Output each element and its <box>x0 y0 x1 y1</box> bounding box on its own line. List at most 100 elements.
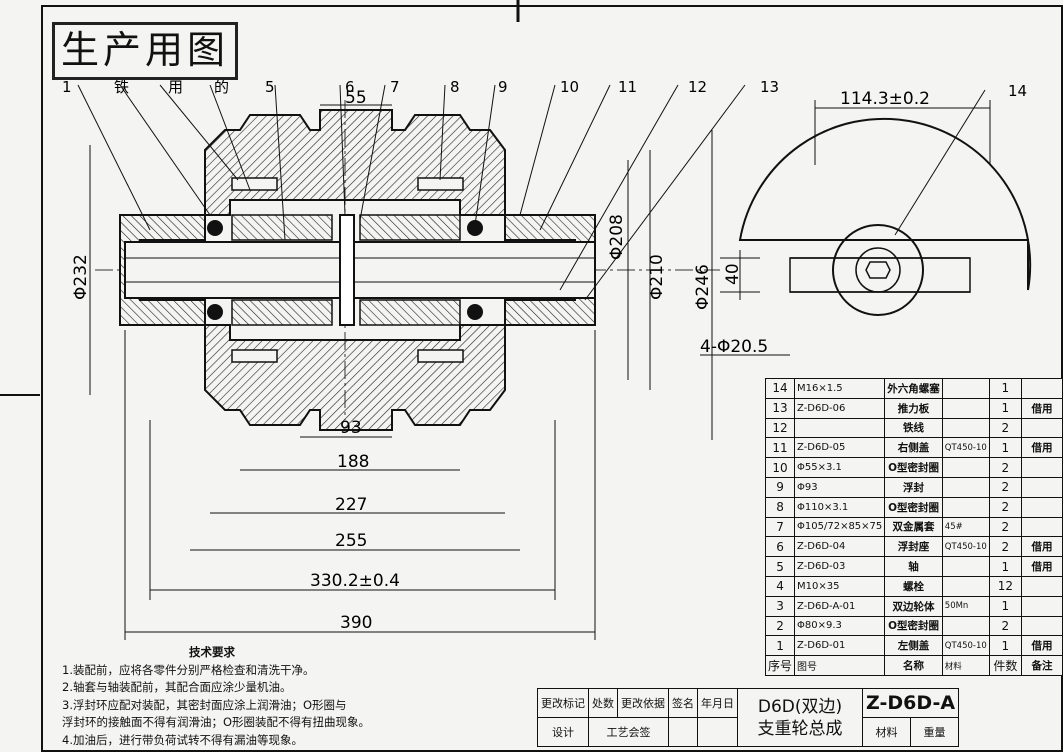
parts-remark-cell <box>1020 457 1063 478</box>
parts-name-cell: 左侧盖 <box>884 635 943 657</box>
shaft <box>124 241 596 299</box>
parts-qty-cell: 2 <box>988 457 1022 478</box>
parts-remark-cell <box>1020 417 1063 439</box>
parts-mat-cell: QT450-10 <box>941 635 990 657</box>
callout-2-label: 铁 <box>114 78 129 96</box>
parts-code-cell: Z-D6D-04 <box>794 536 886 558</box>
production-stamp: 生产用图 <box>52 22 238 80</box>
parts-remark-cell <box>1020 378 1063 399</box>
design-label: 设计 <box>537 717 589 747</box>
parts-name-cell: O型密封圈 <box>884 496 943 518</box>
parts-remark-cell <box>1020 615 1063 637</box>
dim-255: 255 <box>335 531 367 551</box>
callout-9: 9 <box>498 78 508 96</box>
parts-mat-cell <box>941 575 990 597</box>
title-block: 更改标记 处数 更改依据 签名 年月日 D6D(双边) 支重轮总成 Z-D6D-… <box>537 688 960 747</box>
parts-code-cell: Z-D6D-03 <box>794 556 886 577</box>
note-item: 1.装配前，应将各零件分别严格检查和清洗干净。 <box>62 662 315 677</box>
parts-name-cell: O型密封圈 <box>884 615 943 637</box>
parts-remark-cell <box>1020 575 1063 597</box>
parts-name-cell: 双边轮体 <box>884 595 943 617</box>
parts-remark-cell <box>1020 496 1063 518</box>
dim-holes: 4-Φ20.5 <box>700 337 768 357</box>
parts-qty-cell: 2 <box>988 536 1022 558</box>
dim-114: 114.3±0.2 <box>840 89 930 109</box>
rev-mark-label: 更改标记 <box>537 688 589 718</box>
callout-1: 1 <box>62 78 72 96</box>
parts-remark-cell <box>1020 476 1063 498</box>
note-item: 3.浮封环应配对装配，其密封面应涂上润滑油；O形圈与 <box>62 697 347 712</box>
parts-no-cell: 11 <box>764 437 796 459</box>
note-item: 浮封环的接触面不得有润滑油；O形圈装配不得有扭曲现象。 <box>62 715 371 729</box>
parts-mat-cell: QT450-10 <box>941 536 990 558</box>
parts-no-cell: 14 <box>764 378 796 399</box>
material-label: 材料 <box>861 717 912 747</box>
parts-name-cell: 螺栓 <box>884 575 943 597</box>
parts-code-cell: Z-D6D-05 <box>794 437 886 459</box>
callout-5: 5 <box>265 78 275 96</box>
parts-qty-cell: 2 <box>988 417 1022 439</box>
parts-code-cell: Φ105/72×85×75 <box>794 516 886 538</box>
parts-mat-cell <box>941 615 990 637</box>
technical-notes: 技术要求 1.装配前，应将各零件分别严格检查和清洗干净。 2.轴套与轴装配前，其… <box>62 644 532 749</box>
parts-mat-cell <box>941 457 990 478</box>
parts-qty-cell: 2 <box>988 496 1022 518</box>
parts-code-cell: M10×35 <box>794 575 886 597</box>
callout-12: 12 <box>688 78 707 96</box>
parts-qty-cell: 1 <box>988 635 1022 657</box>
parts-code-cell: Φ55×3.1 <box>794 457 886 478</box>
parts-no-cell: 2 <box>764 615 796 637</box>
parts-no-cell: 3 <box>764 595 796 617</box>
parts-qty-cell: 12 <box>988 575 1022 597</box>
callout-10: 10 <box>560 78 579 96</box>
callout-11: 11 <box>618 78 637 96</box>
dim-55: 55 <box>345 88 367 108</box>
callout-6: 6 <box>345 78 355 96</box>
parts-no-cell: 4 <box>764 575 796 597</box>
drawing-number: Z-D6D-A <box>861 688 960 718</box>
parts-remark-cell: 借用 <box>1020 437 1063 459</box>
parts-no-cell: 13 <box>764 397 796 419</box>
notes-title: 技术要求 <box>189 645 235 659</box>
parts-mat-cell: QT450-10 <box>941 437 990 459</box>
parts-mat-cell <box>941 417 990 439</box>
roller-body-upper <box>204 109 506 216</box>
parts-qty-cell: 2 <box>988 516 1022 538</box>
dim-390: 390 <box>340 613 372 633</box>
dim-232: Φ232 <box>71 254 91 300</box>
parts-name-cell: 推力板 <box>884 397 943 419</box>
callout-14: 14 <box>1008 82 1027 100</box>
parts-code-cell: Z-D6D-01 <box>794 635 886 657</box>
parts-qty-cell: 1 <box>988 595 1022 617</box>
date-label: 年月日 <box>697 688 738 718</box>
parts-name-cell: 右侧盖 <box>884 437 943 459</box>
parts-no-cell: 12 <box>764 417 796 439</box>
callout-8: 8 <box>450 78 460 96</box>
parts-mat-cell <box>941 496 990 518</box>
parts-name-cell: 轴 <box>884 556 943 577</box>
callout-3-label: 用 <box>168 78 183 96</box>
dim-93: 93 <box>340 418 362 438</box>
parts-code-cell <box>794 417 886 439</box>
callout-13: 13 <box>760 78 779 96</box>
dim-188: 188 <box>337 452 369 472</box>
dim-208: Φ208 <box>607 214 627 260</box>
parts-mat-cell: 50Mn <box>941 595 990 617</box>
parts-remark-cell <box>1020 516 1063 538</box>
parts-name-cell: 浮封 <box>884 476 943 498</box>
weight-label: 重量 <box>910 717 960 747</box>
parts-no-cell: 9 <box>764 476 796 498</box>
parts-code-cell: Φ80×9.3 <box>794 615 886 637</box>
